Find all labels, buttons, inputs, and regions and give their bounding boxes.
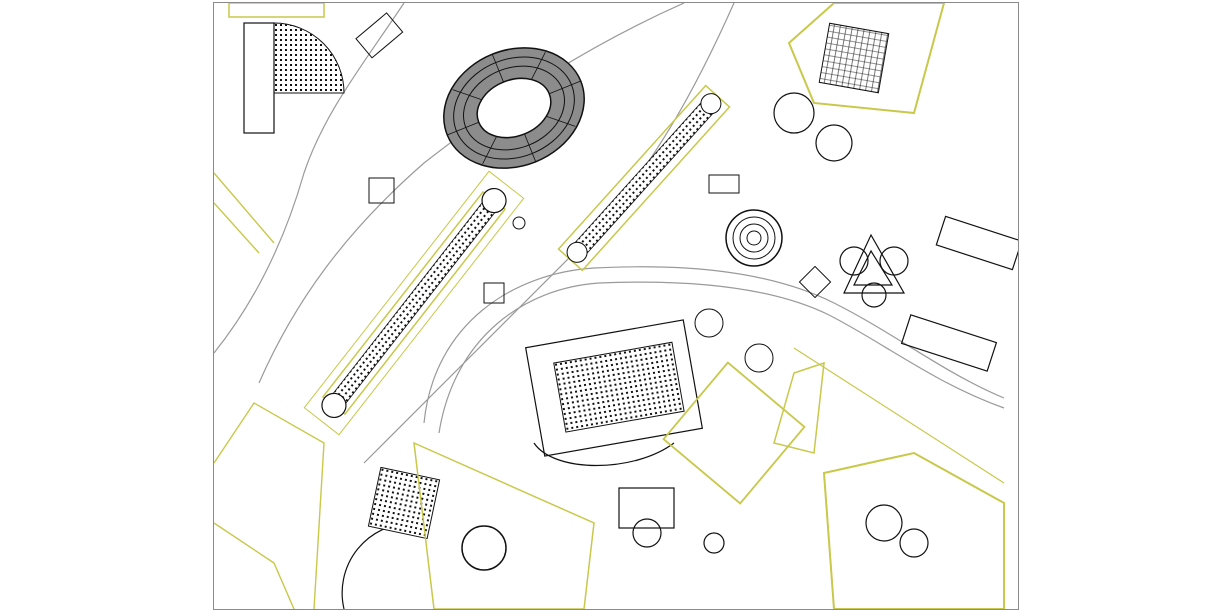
long-colonnaded-building [303, 170, 525, 436]
amphitheatre-oval [443, 47, 585, 169]
river-road [423, 266, 1005, 434]
bottom-right-enclosure [793, 347, 1005, 609]
left-gardens [214, 172, 325, 609]
theatre-crescent [228, 3, 345, 134]
enclosure-courtyard [773, 3, 946, 162]
site-plan-map[interactable] [213, 2, 1019, 610]
site-plan-svg [214, 3, 1018, 609]
triangular-pavilion [839, 233, 909, 308]
domed-pavilion [618, 487, 725, 554]
right-long-buildings [900, 215, 1018, 372]
central-complex [524, 319, 825, 505]
small-structures [355, 12, 832, 373]
diagonal-arcade [557, 84, 731, 272]
round-temple [725, 209, 783, 267]
bottom-left-complex [341, 441, 595, 609]
